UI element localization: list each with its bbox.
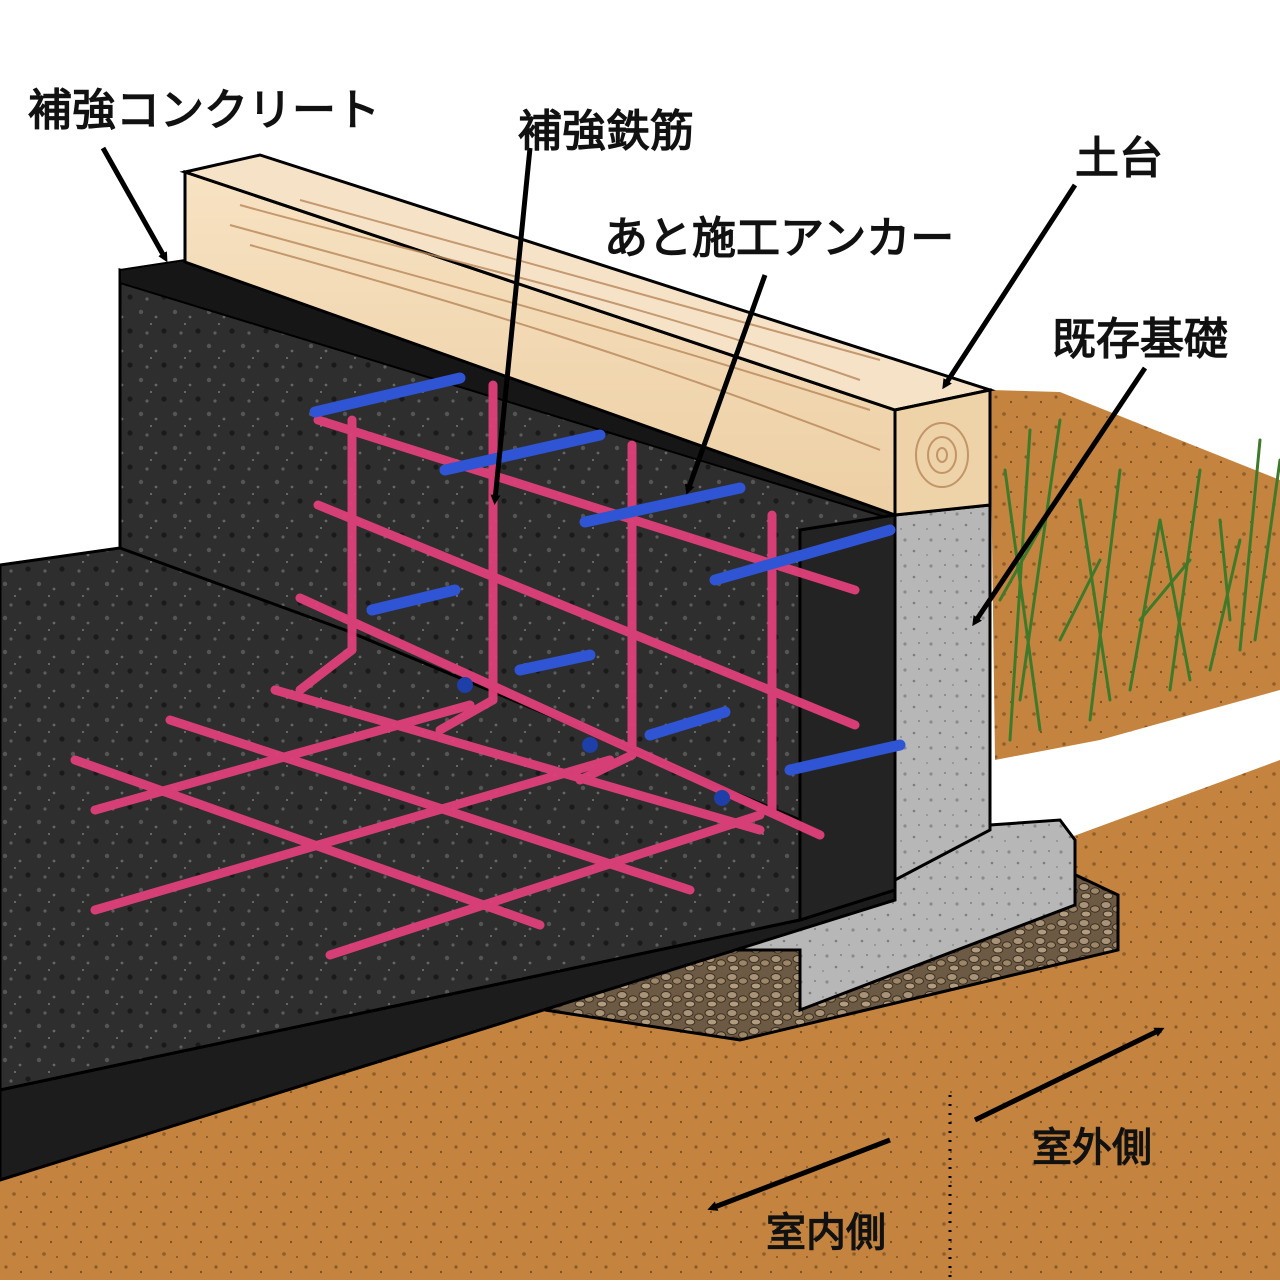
- existing-footing: [699, 818, 1077, 1013]
- leader-reinforcement-concrete: [100, 146, 168, 263]
- label-existing-foundation: 既存基礎: [1052, 314, 1228, 365]
- soil-outside: [990, 390, 1280, 760]
- leader-rebar: [490, 147, 533, 505]
- label-outdoor-side: 室外側: [1032, 1125, 1152, 1171]
- concrete-slab-front: [0, 887, 897, 1182]
- label-post-installed-anchor: あと施工アンカー: [604, 213, 955, 264]
- arrow-icon: [707, 1137, 891, 1211]
- label-sill: 土台: [1075, 133, 1163, 184]
- direction-arrows: [707, 1027, 1165, 1211]
- rebar-grid: [70, 380, 860, 960]
- wood-grain-icon: [229, 199, 969, 488]
- leader-sill: [942, 183, 1078, 390]
- leader-lines: [100, 146, 1148, 627]
- leader-existing-foundation: [972, 366, 1148, 627]
- label-rebar: 補強鉄筋: [518, 106, 694, 157]
- label-reinforcement-concrete: 補強コンクリート: [28, 85, 380, 136]
- sill-beam-end: [893, 388, 992, 517]
- grass-icon: [998, 418, 1280, 742]
- existing-foundation-wall: [893, 503, 992, 883]
- leader-anchor: [684, 274, 768, 495]
- label-indoor-side: 室内側: [766, 1210, 886, 1256]
- arrow-icon: [973, 1027, 1165, 1123]
- anchor-bars: [309, 372, 906, 776]
- anchor-ends: [457, 677, 730, 806]
